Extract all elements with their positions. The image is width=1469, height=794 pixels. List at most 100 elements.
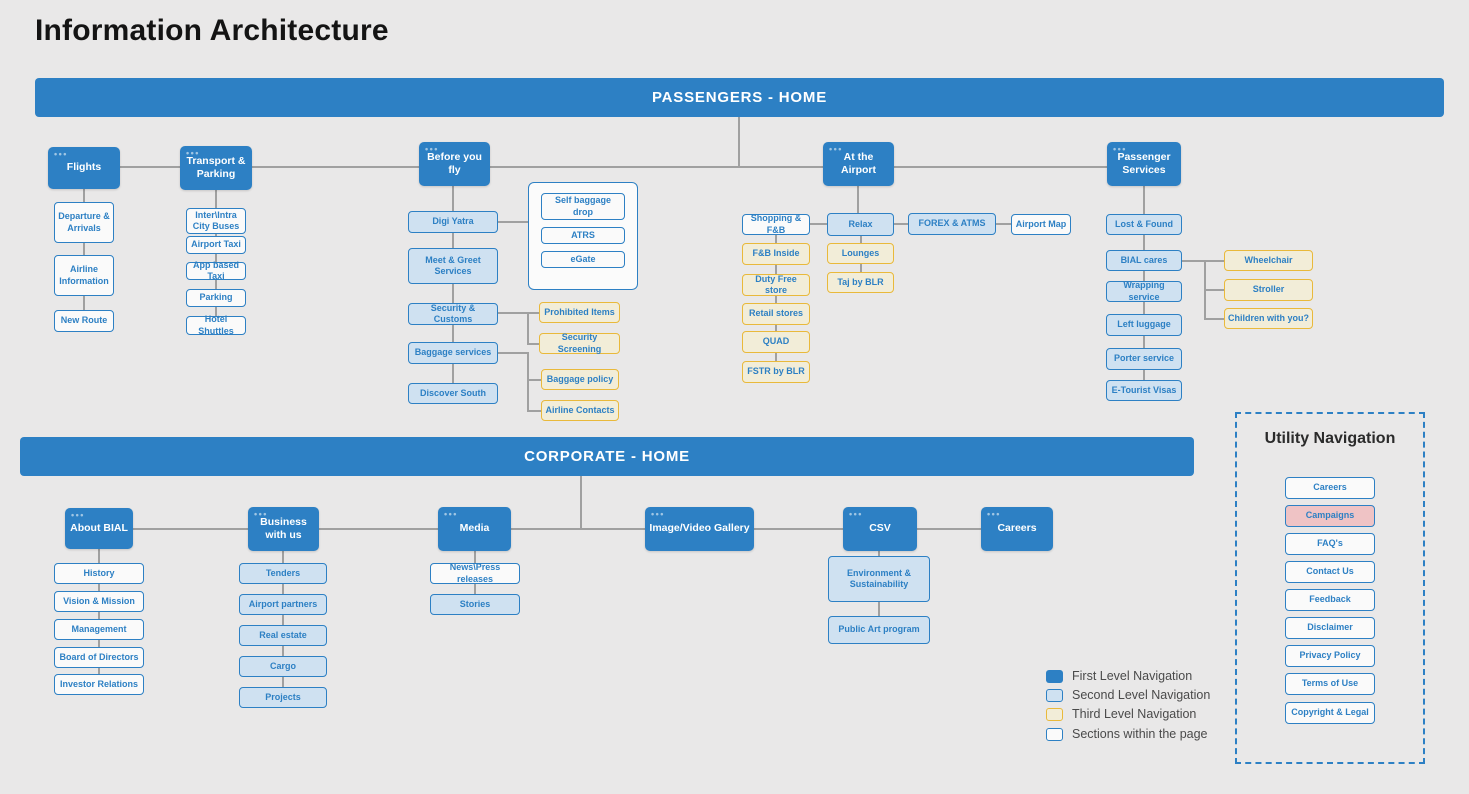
corporate-home-header[interactable]: CORPORATE - HOME: [20, 437, 1194, 476]
connector-line: [282, 551, 284, 688]
utility-careers[interactable]: Careers: [1285, 477, 1375, 499]
connector-line: [452, 186, 454, 384]
ellipsis-icon: [444, 508, 458, 521]
utility-disclaimer[interactable]: Disclaimer: [1285, 617, 1375, 639]
node-public-art-program[interactable]: Public Art program: [828, 616, 930, 644]
connector-line: [98, 549, 100, 675]
legend-swatch-sections: [1046, 727, 1063, 741]
node-e-tourist-visas[interactable]: E-Tourist Visas: [1106, 380, 1182, 401]
connector-line: [857, 186, 859, 213]
node-wheelchair[interactable]: Wheelchair: [1224, 250, 1313, 271]
nav-at-the-airport[interactable]: At the Airport: [823, 142, 894, 186]
connector-line: [498, 312, 539, 314]
ellipsis-icon: [651, 508, 665, 521]
nav-transport-parking[interactable]: Transport & Parking: [180, 146, 252, 190]
nav-csv[interactable]: CSV: [843, 507, 917, 551]
legend-label: Second Level Navigation: [1072, 688, 1211, 702]
node-lost-found[interactable]: Lost & Found: [1106, 214, 1182, 235]
node-prohibited-items[interactable]: Prohibited Items: [539, 302, 620, 323]
node-app-based-taxi[interactable]: App based Taxi: [186, 260, 246, 281]
node-history[interactable]: History: [54, 563, 144, 584]
legend-label: Sections within the page: [1072, 727, 1208, 741]
passengers-home-header[interactable]: PASSENGERS - HOME: [35, 78, 1444, 117]
ellipsis-icon: [829, 143, 843, 156]
nav-label: Before you fly: [427, 150, 482, 176]
node-management[interactable]: Management: [54, 619, 144, 640]
node-inter-intra-city-buses[interactable]: Inter\Intra City Buses: [186, 208, 246, 234]
node-forex-atms[interactable]: FOREX & ATMS: [908, 213, 996, 235]
node-wrapping-service[interactable]: Wrapping service: [1106, 280, 1182, 302]
nav-label: Transport & Parking: [186, 154, 246, 180]
nav-business-with-us[interactable]: Business with us: [248, 507, 319, 551]
nav-label: CSV: [869, 522, 891, 535]
node-atrs[interactable]: ATRS: [541, 227, 625, 244]
utility-copyright-legal[interactable]: Copyright & Legal: [1285, 702, 1375, 724]
node-quad[interactable]: QUAD: [742, 331, 810, 353]
connector-line: [84, 166, 1144, 168]
utility-privacy-policy[interactable]: Privacy Policy: [1285, 645, 1375, 667]
node-taj-by-blr[interactable]: Taj by BLR: [827, 272, 894, 293]
node-fb-inside[interactable]: F&B Inside: [742, 243, 810, 265]
node-baggage-services[interactable]: Baggage services: [408, 342, 498, 364]
node-parking[interactable]: Parking: [186, 289, 246, 307]
utility-feedback[interactable]: Feedback: [1285, 589, 1375, 611]
node-digi-yatra[interactable]: Digi Yatra: [408, 211, 498, 233]
ellipsis-icon: [425, 143, 439, 156]
node-stroller[interactable]: Stroller: [1224, 279, 1313, 301]
node-fstr-by-blr[interactable]: FSTR by BLR: [742, 361, 810, 383]
ellipsis-icon: [186, 147, 200, 160]
node-airport-taxi[interactable]: Airport Taxi: [186, 236, 246, 254]
node-bial-cares[interactable]: BIAL cares: [1106, 250, 1182, 271]
node-duty-free-store[interactable]: Duty Free store: [742, 274, 810, 296]
node-cargo[interactable]: Cargo: [239, 656, 327, 677]
node-new-route[interactable]: New Route: [54, 310, 114, 332]
nav-image-video-gallery[interactable]: Image/Video Gallery: [645, 507, 754, 551]
node-tenders[interactable]: Tenders: [239, 563, 327, 584]
nav-passenger-services[interactable]: Passenger Services: [1107, 142, 1181, 186]
utility-contact-us[interactable]: Contact Us: [1285, 561, 1375, 583]
node-airport-partners[interactable]: Airport partners: [239, 594, 327, 615]
nav-about-bial[interactable]: About BIAL: [65, 508, 133, 549]
node-projects[interactable]: Projects: [239, 687, 327, 708]
node-retail-stores[interactable]: Retail stores: [742, 303, 810, 325]
node-real-estate[interactable]: Real estate: [239, 625, 327, 646]
node-departure-arrivals[interactable]: Departure & Arrivals: [54, 202, 114, 243]
node-stories[interactable]: Stories: [430, 594, 520, 615]
legend-row-first-level: First Level Navigation: [1046, 669, 1192, 683]
legend-swatch-first-level: [1046, 669, 1063, 683]
nav-label: Passenger Services: [1117, 150, 1171, 176]
node-airline-contacts[interactable]: Airline Contacts: [541, 400, 619, 421]
node-environment-sustainability[interactable]: Environment & Sustainability: [828, 556, 930, 602]
node-airline-information[interactable]: Airline Information: [54, 255, 114, 296]
nav-flights[interactable]: Flights: [48, 147, 120, 189]
node-lounges[interactable]: Lounges: [827, 243, 894, 264]
node-left-luggage[interactable]: Left luggage: [1106, 314, 1182, 336]
legend-row-sections: Sections within the page: [1046, 727, 1208, 741]
node-security-screening[interactable]: Security Screening: [539, 332, 620, 354]
node-shopping-fb[interactable]: Shopping & F&B: [742, 213, 810, 235]
utility-faqs[interactable]: FAQ's: [1285, 533, 1375, 555]
node-vision-mission[interactable]: Vision & Mission: [54, 591, 144, 612]
node-egate[interactable]: eGate: [541, 251, 625, 268]
node-discover-south[interactable]: Discover South: [408, 383, 498, 404]
ellipsis-icon: [54, 148, 68, 161]
nav-media[interactable]: Media: [438, 507, 511, 551]
nav-label: Image/Video Gallery: [649, 522, 750, 535]
node-airport-map[interactable]: Airport Map: [1011, 214, 1071, 235]
nav-before-you-fly[interactable]: Before you fly: [419, 142, 490, 186]
node-children-with-you[interactable]: Children with you?: [1224, 308, 1313, 329]
node-security-customs[interactable]: Security & Customs: [408, 303, 498, 325]
node-baggage-policy[interactable]: Baggage policy: [541, 369, 619, 390]
utility-campaigns[interactable]: Campaigns: [1285, 505, 1375, 527]
node-board-of-directors[interactable]: Board of Directors: [54, 647, 144, 668]
connector-line: [527, 379, 541, 381]
utility-terms-of-use[interactable]: Terms of Use: [1285, 673, 1375, 695]
nav-careers[interactable]: Careers: [981, 507, 1053, 551]
node-porter-service[interactable]: Porter service: [1106, 348, 1182, 370]
node-meet-greet-services[interactable]: Meet & Greet Services: [408, 248, 498, 284]
node-news-press-releases[interactable]: News\Press releases: [430, 562, 520, 584]
node-self-baggage-drop[interactable]: Self baggage drop: [541, 193, 625, 220]
node-hotel-shuttles[interactable]: Hotel Shuttles: [186, 314, 246, 336]
node-investor-relations[interactable]: Investor Relations: [54, 674, 144, 695]
node-relax[interactable]: Relax: [827, 213, 894, 236]
